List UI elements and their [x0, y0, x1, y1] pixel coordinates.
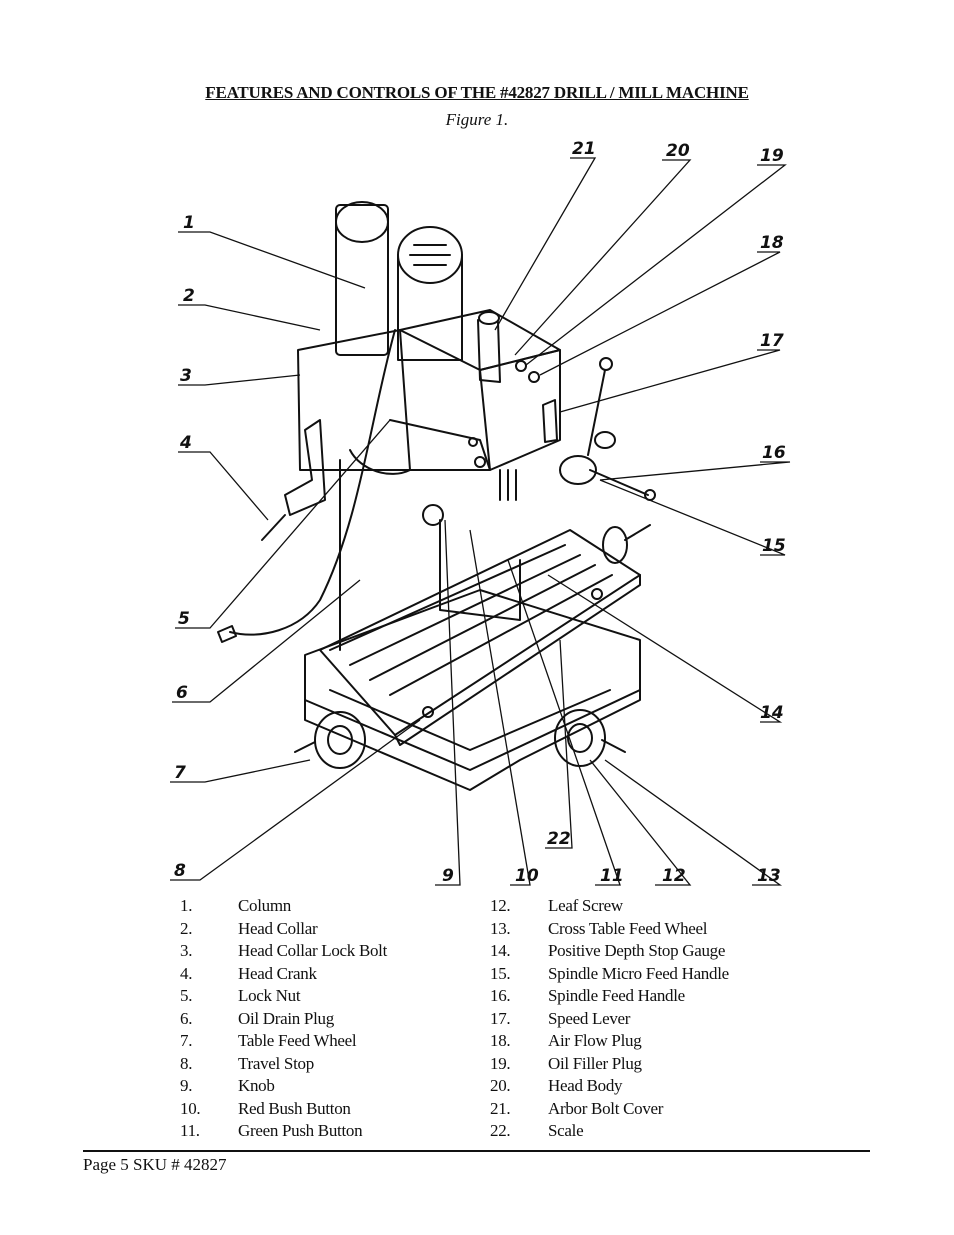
part-name: Head Collar Lock Bolt: [238, 941, 388, 960]
callout-7: 7: [174, 763, 186, 783]
part-number: 3.: [180, 941, 193, 960]
callout-4: 4: [179, 433, 192, 453]
part-number: 4.: [180, 963, 193, 983]
list-item: 19. Oil Filler Plug: [490, 1053, 729, 1076]
list-item: 17. Speed Lever: [490, 1008, 729, 1031]
part-number: 1.: [180, 896, 193, 915]
part-name: Head Crank: [238, 963, 317, 983]
parts-list-right: 12.Leaf Screw 13.Cross Table Feed Wheel …: [490, 895, 729, 1143]
callout-labels: 1 2 3 4 5 6 7 8 9 10 11 12 13 14 15 16 1…: [174, 139, 786, 886]
part-number: 2.: [180, 918, 193, 938]
list-item: 10. Red Bush Button: [180, 1098, 387, 1121]
list-item: 5. Lock Nut: [180, 985, 387, 1008]
callout-17: 17: [760, 331, 784, 351]
part-name: Table Feed Wheel: [238, 1031, 357, 1050]
part-name: Lock Nut: [238, 986, 301, 1005]
part-number: 12.: [490, 896, 511, 915]
list-item: 11. Green Push Button: [180, 1120, 387, 1143]
part-name: Green Push Button: [238, 1121, 363, 1140]
part-name: Arbor Bolt Cover: [548, 1098, 664, 1118]
callout-20: 20: [666, 141, 690, 161]
list-item: 14. Positive Depth Stop Gauge: [490, 940, 729, 963]
callout-6: 6: [176, 683, 188, 703]
list-item: 18. Air Flow Plug: [490, 1030, 729, 1053]
machine-drawing: [217, 201, 656, 791]
list-item: 2. Head Collar: [180, 918, 387, 941]
footer-divider: [83, 1150, 870, 1152]
callout-14: 14: [760, 703, 784, 723]
part-name: Oil Drain Plug: [238, 1008, 334, 1028]
part-number: 16.: [490, 986, 511, 1005]
list-item: 12. Leaf Screw: [490, 895, 729, 918]
part-number: 7.: [180, 1031, 193, 1050]
callout-16: 16: [762, 443, 786, 463]
callout-2: 2: [183, 286, 195, 306]
part-number: 5.: [180, 986, 193, 1005]
part-name: Scale: [548, 1121, 584, 1140]
list-item: 8. Travel Stop: [180, 1053, 387, 1076]
part-name: Cross Table Feed Wheel: [548, 918, 708, 938]
list-item: 3. Head Collar Lock Bolt: [180, 940, 387, 963]
part-number: 8.: [180, 1053, 193, 1073]
callout-15: 15: [762, 536, 786, 556]
part-number: 10.: [180, 1098, 201, 1118]
part-name: Head Body: [548, 1076, 623, 1095]
part-name: Column: [238, 896, 291, 915]
callout-5: 5: [178, 609, 190, 629]
part-number: 20.: [490, 1076, 511, 1095]
callout-8: 8: [174, 861, 186, 881]
callout-9: 9: [442, 866, 454, 886]
part-name: Positive Depth Stop Gauge: [548, 941, 726, 960]
callout-22: 22: [547, 829, 571, 849]
list-item: 20. Head Body: [490, 1075, 729, 1098]
list-item: 7. Table Feed Wheel: [180, 1030, 387, 1053]
part-name: Knob: [238, 1076, 275, 1095]
part-number: 22.: [490, 1121, 511, 1140]
part-number: 11.: [180, 1121, 200, 1140]
callout-12: 12: [662, 866, 686, 886]
parts-list-left: 1. Column 2. Head Collar 3. Head Collar Loc…: [180, 895, 387, 1143]
machine-diagram: 1 2 3 4 5 6 7 8 9 10 11 12 13 14 15 16 1…: [170, 139, 791, 886]
callout-11: 11: [600, 866, 624, 886]
part-name: Head Collar: [238, 918, 318, 938]
part-number: 21.: [490, 1098, 511, 1118]
list-item: 4. Head Crank: [180, 963, 387, 986]
leader-lines: [170, 157, 791, 886]
list-item: 6. Oil Drain Plug: [180, 1008, 387, 1031]
callout-13: 13: [757, 866, 781, 886]
part-name: Leaf Screw: [548, 896, 623, 915]
page-footer: Page 5 SKU # 42827: [83, 1155, 227, 1174]
part-name: Spindle Feed Handle: [548, 986, 685, 1005]
part-number: 17.: [490, 1008, 511, 1028]
part-number: 15.: [490, 963, 511, 983]
callout-10: 10: [515, 866, 539, 886]
part-name: Speed Lever: [548, 1008, 631, 1028]
part-name: Red Bush Button: [238, 1098, 351, 1118]
part-name: Air Flow Plug: [548, 1031, 642, 1050]
part-number: 19.: [490, 1053, 511, 1073]
callout-21: 21: [572, 139, 596, 159]
part-number: 9.: [180, 1076, 193, 1095]
part-name: Travel Stop: [238, 1053, 314, 1073]
list-item: 13. Cross Table Feed Wheel: [490, 918, 729, 941]
part-number: 14.: [490, 941, 511, 960]
list-item: 15. Spindle Micro Feed Handle: [490, 963, 729, 986]
part-name: Oil Filler Plug: [548, 1053, 642, 1073]
list-item: 1. Column: [180, 895, 387, 918]
figure-caption: Figure 1.: [445, 110, 509, 129]
list-item: 9. Knob: [180, 1075, 387, 1098]
page-title: FEATURES AND CONTROLS OF THE #42827 DRIL…: [205, 83, 749, 102]
callout-18: 18: [760, 233, 784, 253]
callout-3: 3: [180, 366, 192, 386]
list-item: 22. Scale: [490, 1120, 729, 1143]
callout-19: 19: [760, 146, 784, 166]
part-number: 13.: [490, 918, 511, 938]
list-item: 16. Spindle Feed Handle: [490, 985, 729, 1008]
part-name: Spindle Micro Feed Handle: [548, 963, 729, 983]
callout-1: 1: [183, 213, 195, 233]
list-item: 21. Arbor Bolt Cover: [490, 1098, 729, 1121]
part-number: 6.: [180, 1008, 193, 1028]
part-number: 18.: [490, 1031, 511, 1050]
